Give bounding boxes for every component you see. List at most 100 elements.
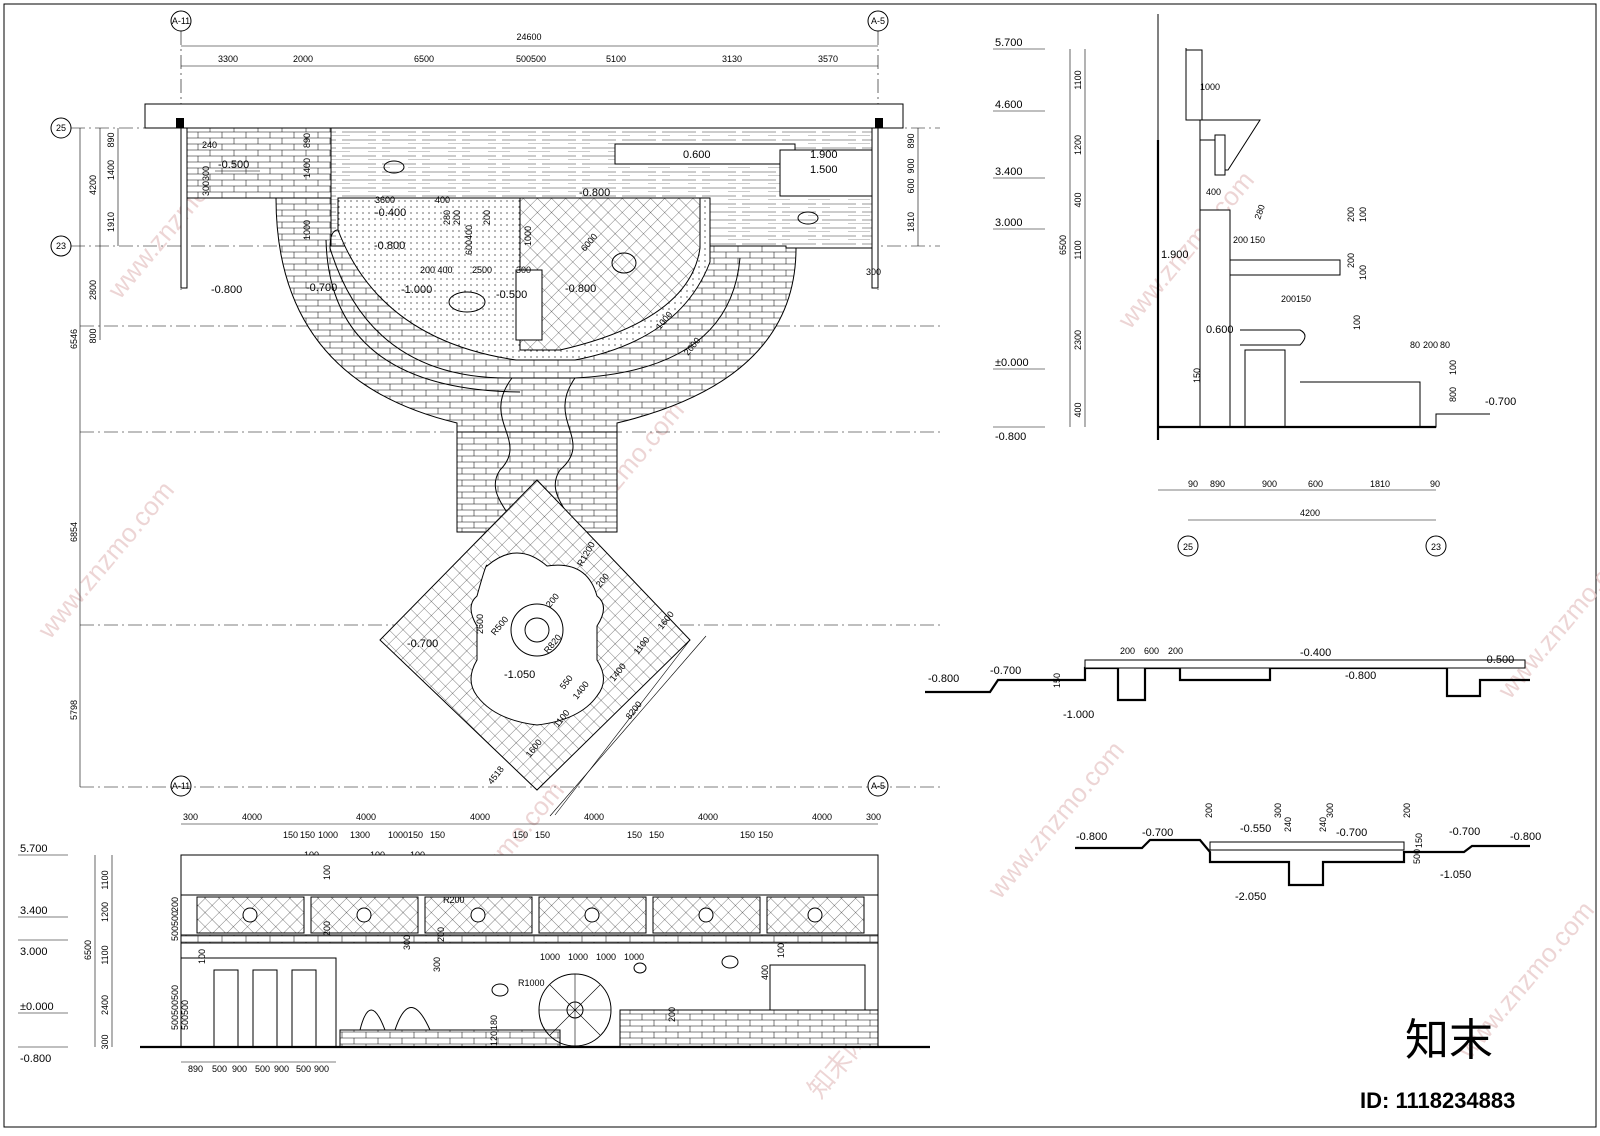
dimension-text: 1810	[1370, 479, 1390, 489]
level-text: -1.000	[401, 284, 432, 296]
elevation-inner-dims: 200 500 500 500 100 200 100 500 500 500 …	[170, 865, 786, 1046]
dimension-text: 90	[1188, 479, 1198, 489]
level-text: 3.000	[20, 946, 48, 958]
level-text: -0.800	[1076, 831, 1107, 843]
dimension-text: R200	[443, 895, 465, 905]
dimension-text: 400	[1073, 402, 1083, 417]
lattice-panel	[424, 896, 533, 934]
axis-label: 25	[1183, 542, 1193, 552]
dimension-text: 280	[442, 210, 452, 225]
dimension-text: 200	[667, 1007, 677, 1022]
front-elevation: A-11 A-5 300 4000 4000 4000 4000 4000 40…	[18, 775, 930, 1074]
dimension-text: 2500	[472, 265, 492, 275]
level-text: -0.700	[1449, 826, 1480, 838]
door-panel	[291, 969, 317, 1048]
dimension-text: 2400	[100, 995, 110, 1015]
brick-plinth	[339, 1029, 561, 1048]
rock	[383, 160, 405, 174]
dimension-text: 100	[1448, 360, 1458, 375]
level-text: -0.800	[928, 673, 959, 685]
wheel-spokes	[539, 974, 611, 1046]
dimension-text: 150	[758, 830, 773, 840]
axis-label: A-5	[871, 781, 885, 791]
section-levels: 5.700 4.600 3.400 3.000 ±0.000 -0.800	[993, 37, 1045, 443]
site-plan: A-11 A-5 24600 3300 2000 6500 500500 510…	[50, 10, 940, 817]
dimension-text: 890	[188, 1064, 203, 1074]
dimension-text: 400	[1206, 187, 1221, 197]
dimension-text: 150	[649, 830, 664, 840]
level-text: 4.600	[995, 99, 1023, 111]
dimension-text: 6500	[83, 940, 93, 960]
dimension-text: 1000	[318, 830, 338, 840]
level-text: -0.400	[1300, 647, 1331, 659]
level-text: 1.900	[810, 149, 838, 161]
level-text: -0.400	[375, 207, 406, 219]
dimension-text: 150	[1296, 294, 1311, 304]
wall-stone	[633, 962, 647, 974]
dimension-text: 2800	[88, 280, 98, 300]
dimension-text: 500	[212, 1064, 227, 1074]
dimension-text: 300	[1273, 803, 1283, 818]
dimension-text: 150	[627, 830, 642, 840]
bowl-edge-curve	[325, 239, 521, 393]
row-label: 23	[56, 241, 66, 251]
dimension-text: 900	[274, 1064, 289, 1074]
overall-dimension: 24600	[516, 32, 541, 42]
dimension-text: 200	[170, 897, 180, 912]
dimension-text: 4000	[698, 812, 718, 822]
level-text: -0.800	[579, 187, 610, 199]
level-text: -0.700	[1485, 396, 1516, 408]
dimension-text: 1100	[100, 945, 110, 964]
dimension-text: 890	[302, 133, 312, 148]
brick-terrace	[180, 127, 332, 199]
dimension-text: 1200	[1073, 135, 1083, 155]
dimension-text: 300	[432, 957, 442, 972]
dimension-text: 120	[489, 1031, 499, 1046]
dimension-text: 890	[1210, 479, 1225, 489]
dimension-text: 500	[180, 1015, 190, 1030]
side-wall	[871, 127, 879, 289]
level-text: -1.000	[1063, 709, 1094, 721]
elevation-top-dims: 300 4000 4000 4000 4000 4000 4000 300	[183, 812, 881, 822]
level-text: 3.000	[995, 217, 1023, 229]
dimension-text: 500500	[516, 54, 546, 64]
dimension-text: 100	[1358, 207, 1368, 222]
dimension-text: 1000	[388, 830, 408, 840]
dimension-text: 300	[183, 812, 198, 822]
dimension-text: 100	[1358, 265, 1368, 280]
dimension-text: 4000	[470, 812, 490, 822]
lattice-medallion	[356, 907, 372, 923]
dimension-text: 90	[1430, 479, 1440, 489]
quatrefoil-pool	[470, 552, 604, 726]
dimension-text: 900	[906, 158, 916, 173]
dimension-text: 150	[1414, 833, 1424, 848]
dimension-text: 4000	[242, 812, 262, 822]
door-panel	[213, 969, 239, 1048]
level-text: -0.700	[990, 665, 1021, 677]
column	[176, 118, 184, 128]
dimension-text: 200	[436, 927, 446, 942]
rock	[797, 211, 819, 225]
fountain-center	[524, 617, 550, 643]
wall-cap	[1185, 49, 1203, 121]
dimension-text: 300	[516, 265, 531, 275]
level-text: 0.600	[683, 149, 711, 161]
dimension-text: 300	[866, 812, 881, 822]
sheet-border	[3, 3, 1597, 1128]
dimension-text: 1910	[106, 212, 116, 232]
level-text: 1.500	[810, 164, 838, 176]
dimension-text: 150	[300, 830, 315, 840]
dimension-text: 4518	[486, 764, 506, 786]
dimension-text: 1000	[540, 952, 560, 962]
section-fountain-profile: -0.800 -0.700 200 -0.550 300 240 300 240…	[1075, 803, 1541, 903]
dimension-text: 500	[170, 1000, 180, 1015]
level-text: -0.550	[1240, 823, 1271, 835]
dimension-text: 1400	[302, 158, 312, 178]
wall-stone	[721, 955, 739, 969]
axis-bubble-left	[170, 775, 192, 797]
dimension-text: 4000	[584, 812, 604, 822]
level-text: -0.500	[1483, 654, 1514, 666]
canopy-beam	[1200, 119, 1261, 171]
seat-base	[1244, 349, 1286, 428]
dimension-text: 600	[906, 178, 916, 193]
